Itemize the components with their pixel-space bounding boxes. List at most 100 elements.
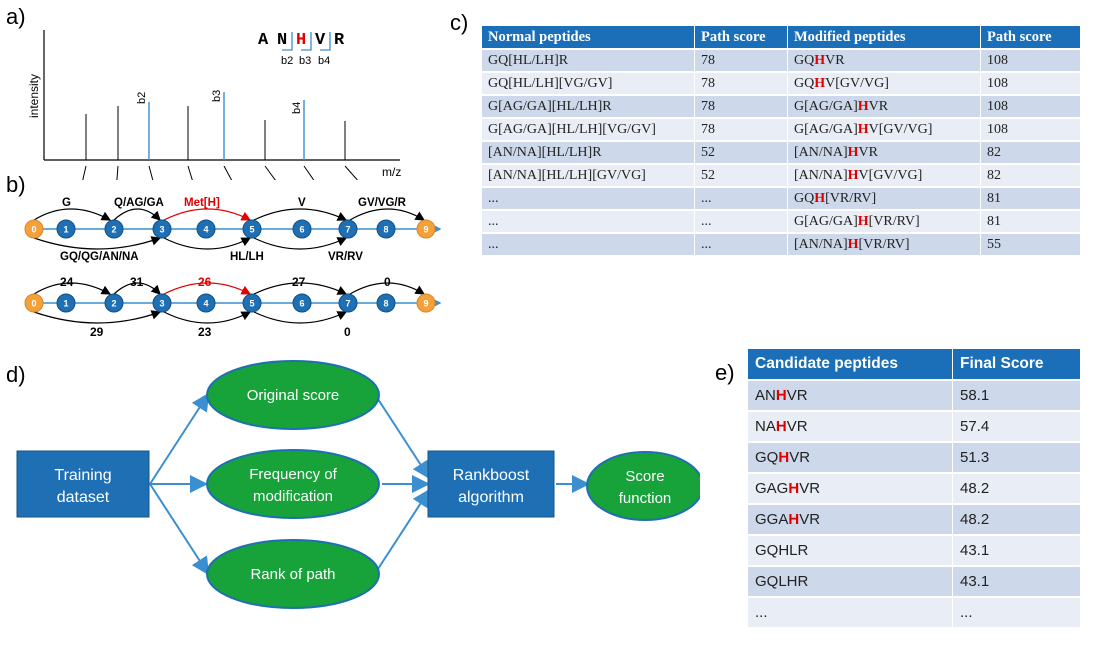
graph-node-label: 9 (423, 299, 428, 309)
graph-node-label: 4 (203, 299, 208, 309)
peptide-segment: G[AG/GA] (794, 213, 858, 229)
training-dataset-label: dataset (57, 489, 110, 506)
modified-residue: H (778, 449, 790, 466)
final-score-cell: 48.2 (953, 505, 1080, 534)
spectrum-xlabel: m/z (382, 165, 401, 179)
modified-peptide-cell: GQHV[GV/VG] (788, 73, 980, 94)
graph-node-label: 5 (249, 299, 254, 309)
edge-score: 23 (198, 325, 212, 339)
graph-node-label: 5 (249, 225, 254, 235)
graph-node (242, 219, 262, 239)
frequency-label: Frequency of (249, 466, 337, 483)
normal-peptide-cell: ... (482, 234, 694, 255)
score-function-label: function (619, 490, 672, 507)
peptide-segment: G[AG/GA] (794, 121, 858, 137)
graph-node-label: 8 (383, 299, 388, 309)
spectrum-ylabel: intensity (27, 74, 41, 118)
modified-peptide-cell: GQHVR (788, 50, 980, 71)
graph-node-label: 9 (423, 225, 428, 235)
panel-label-b: b) (6, 172, 26, 197)
table-row: ......G[AG/GA]H[VR/RV]81 (482, 211, 1080, 232)
modified-residue: H (847, 167, 859, 183)
edge-score: 27 (292, 275, 306, 289)
peptide-letter-modified: H (296, 31, 306, 50)
peptide-segment: GGA (755, 511, 789, 528)
peptide-segment: GQHLR (755, 542, 809, 559)
modified-residue: H (775, 418, 787, 435)
peptide-letter: N (277, 31, 287, 50)
final-score-cell: 48.2 (953, 474, 1080, 503)
edge-score: 0 (344, 325, 351, 339)
edge-score: 0 (384, 275, 391, 289)
graph-node (152, 219, 172, 239)
normal-peptide-cell: [AN/NA][HL/LH]R (482, 142, 694, 163)
graph-node-label: 1 (63, 299, 68, 309)
modified-peptide-cell: [AN/NA]H[VR/RV] (788, 234, 980, 255)
path-score-cell: ... (695, 188, 787, 209)
graph-node (24, 293, 44, 313)
peptide-segment: G[AG/GA] (794, 98, 858, 114)
flowchart: Training dataset Original score Frequenc… (16, 360, 700, 609)
normal-peptide-cell: GQ[HL/LH]R (482, 50, 694, 71)
frequency-label: modification (253, 488, 333, 505)
final-score-cell: 43.1 (953, 567, 1080, 596)
table-row: ......GQH[VR/RV]81 (482, 188, 1080, 209)
rankboost-label: algorithm (458, 489, 524, 506)
normal-peptide-cell: GQ[HL/LH][VG/GV] (482, 73, 694, 94)
path-score-cell: 81 (981, 211, 1080, 232)
path-score-cell: 78 (695, 96, 787, 117)
table-c-header: Normal peptides (482, 26, 694, 48)
training-dataset-box (16, 450, 150, 518)
modified-peptide-cell: GQH[VR/RV] (788, 188, 980, 209)
peptide-segment: VR (789, 449, 811, 466)
edge-label: G (62, 197, 71, 209)
path-score-cell: 78 (695, 73, 787, 94)
path-score-cell: 108 (981, 73, 1080, 94)
path-score-cell: 52 (695, 165, 787, 186)
edge-score: 29 (90, 325, 104, 339)
table-row: ...... (748, 598, 1080, 627)
path-score-cell: 82 (981, 165, 1080, 186)
path-score-cell: 82 (981, 142, 1080, 163)
peptide-segment: NA (755, 418, 776, 435)
graph-node (416, 293, 436, 313)
table-row: ......[AN/NA]H[VR/RV]55 (482, 234, 1080, 255)
peptide-segment: GQ (794, 52, 815, 68)
table-row: GQLHR 43.1 (748, 567, 1080, 596)
peptide-letter: R (334, 31, 345, 50)
normal-peptide-cell: ... (482, 188, 694, 209)
modified-residue: H (788, 511, 800, 528)
ion-label: b3 (299, 55, 311, 67)
path-score-cell: 108 (981, 119, 1080, 140)
modified-residue: H (814, 75, 826, 91)
graph-node (56, 219, 76, 239)
graph-node (196, 219, 216, 239)
peptide-segment: VR (868, 98, 889, 114)
path-score-cell: ... (695, 234, 787, 255)
score-function-node (586, 451, 700, 521)
graph-node-label: 3 (159, 225, 164, 235)
modified-peptide-cell: [AN/NA]HVR (788, 142, 980, 163)
graph-node (338, 293, 358, 313)
peptide-segment: GQLHR (755, 573, 809, 590)
peptide-letter: V (315, 31, 326, 50)
peptide-segment: VR (799, 511, 821, 528)
final-score-cell: 58.1 (953, 381, 1080, 410)
graph-node (416, 219, 436, 239)
peptide-segment: [AN/NA] (794, 167, 848, 183)
peptide-segment: GAG (755, 480, 789, 497)
peptide-segment: V[GV/VG] (825, 75, 889, 91)
graph-node (376, 293, 396, 313)
graph-node (242, 293, 262, 313)
normal-peptide-cell: [AN/NA][HL/LH][GV/VG] (482, 165, 694, 186)
peptide-segment: V[GV/VG] (868, 121, 933, 137)
ion-label: b4 (318, 55, 330, 67)
peptide-segment: VR (786, 387, 808, 404)
edge-label: V (298, 197, 306, 209)
graph-node (338, 219, 358, 239)
candidate-peptide-cell: GGAHVR (748, 505, 952, 534)
